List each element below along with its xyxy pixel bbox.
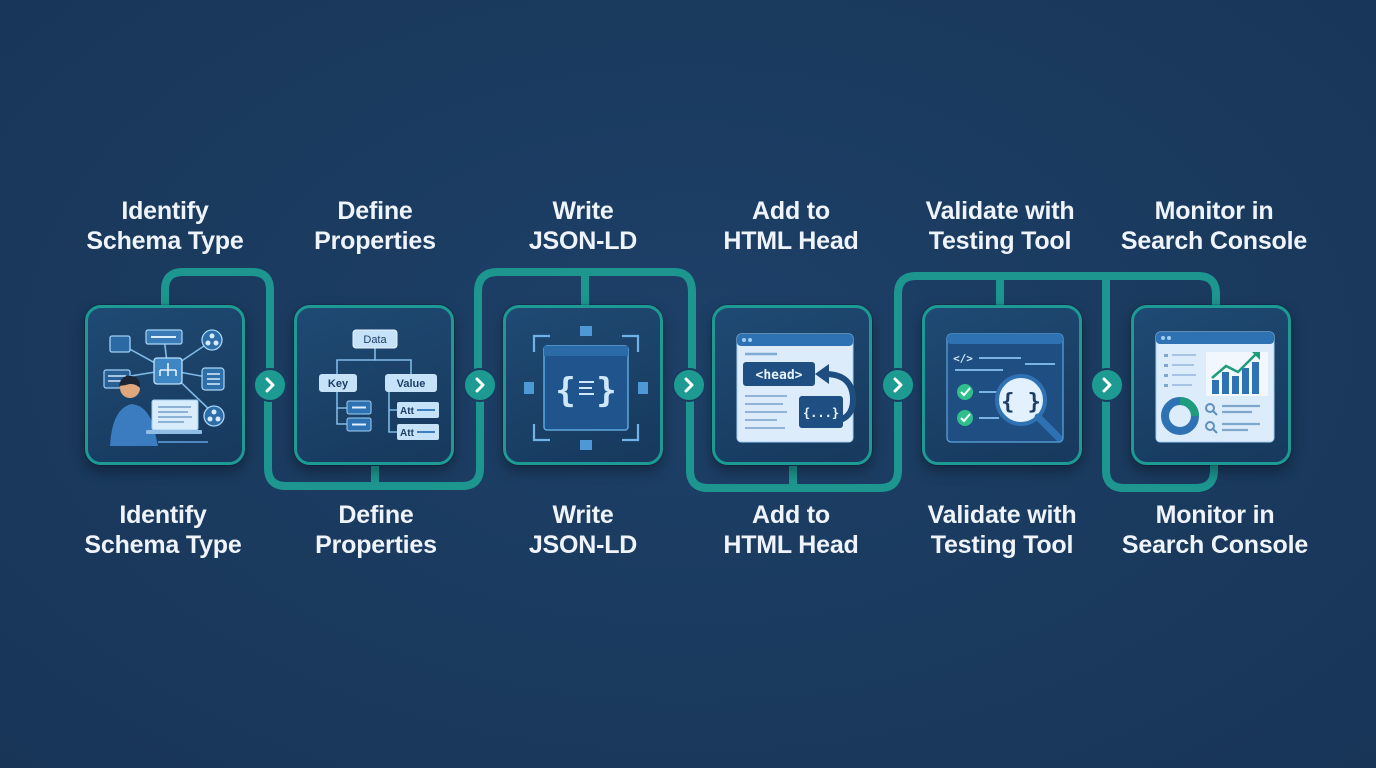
data-tree-icon: Data Key Value Att Att [319,329,439,440]
step-1-card [85,305,245,465]
arrow-5-6-icon [1090,368,1124,402]
step-3-card: { } [503,305,663,465]
svg-text:<head>: <head> [756,368,803,383]
arrow-1-2-icon [253,368,287,402]
step-4-card: <head> {...} [712,305,872,465]
arrow-4-5-icon [881,368,915,402]
arrow-3-4-icon [672,368,706,402]
svg-text:Att: Att [400,406,415,417]
svg-text:{ }: { } [1001,390,1041,415]
code-braces-frame-icon: { } [524,326,648,450]
validate-magnifier-icon: </> { } [946,333,1064,443]
step-5-card: </> { } [922,305,1082,465]
svg-text:{ }: { } [555,371,616,411]
svg-text:Att: Att [400,428,415,439]
svg-text:{...}: {...} [803,406,839,420]
browser-head-icon: <head> {...} [736,333,857,443]
svg-text:Data: Data [363,334,387,346]
arrow-2-3-icon [463,368,497,402]
step-6-card [1131,305,1291,465]
svg-text:Key: Key [328,378,349,390]
step-2-card: Data Key Value Att Att [294,305,454,465]
svg-text:</>: </> [953,352,973,365]
svg-text:Value: Value [397,378,426,390]
schema-diagram-person-icon [103,329,225,446]
dashboard-chart-icon [1155,331,1275,443]
